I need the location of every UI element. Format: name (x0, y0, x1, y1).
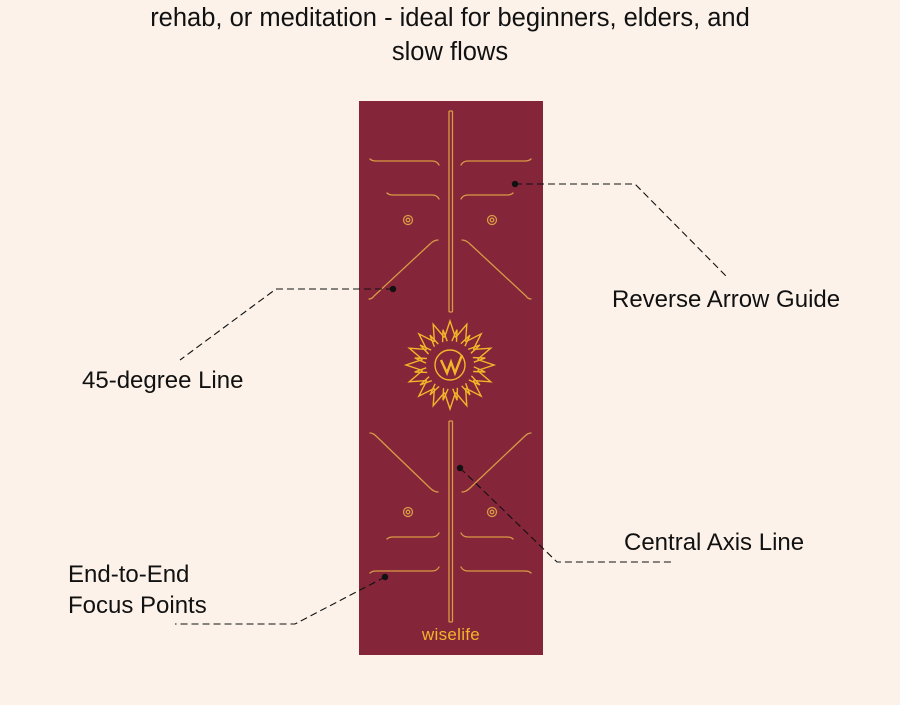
guide-line (460, 192, 514, 200)
label-reverse-arrow-guide: Reverse Arrow Guide (612, 286, 841, 313)
diagonal-line (461, 239, 532, 300)
focus-point (402, 506, 414, 518)
mandala-petal (454, 322, 468, 342)
callout-dot (389, 285, 397, 293)
logo-w-mark (439, 354, 464, 377)
focus-point (486, 506, 498, 518)
guide-line (369, 158, 440, 166)
label-line-1: End-to-End (68, 561, 190, 588)
guide-line (386, 532, 440, 540)
diagonal-line (369, 432, 439, 493)
mandala-petal (477, 358, 497, 372)
mandala-petal (468, 375, 481, 386)
diagonal-line (368, 239, 439, 300)
focus-point (489, 217, 495, 223)
mandala-petal (465, 332, 483, 350)
mandala-petal (454, 388, 468, 408)
mandala-petal (419, 376, 433, 386)
focus-point (402, 214, 414, 226)
central-axis-upper (448, 110, 454, 313)
brand-logo-text: wiselife (421, 625, 481, 644)
mandala-petal (460, 334, 471, 347)
mandala-petal (472, 356, 486, 363)
diagonal-line (461, 432, 532, 493)
mandala-petal (414, 367, 428, 374)
guide-line (369, 566, 440, 574)
mandala-petal (429, 383, 440, 396)
mandala-petal (451, 329, 458, 342)
focus-point (405, 217, 411, 223)
guide-line (460, 532, 514, 540)
mandala-petal (443, 318, 457, 338)
callout-dot (381, 573, 389, 581)
focus-point (489, 509, 495, 515)
mandala-petal (442, 388, 449, 401)
mandala-petal (461, 382, 471, 396)
title-line-1: rehab, or meditation - ideal for beginne… (150, 4, 750, 32)
label-45-degree-line: 45-degree Line (82, 367, 244, 394)
callout-leader-45-degree (179, 288, 393, 361)
mandala-petal (473, 369, 493, 383)
mandala-petal (467, 344, 481, 354)
mandala-petal (419, 344, 432, 355)
mandala-petal (403, 358, 423, 372)
mandala-petal (417, 332, 435, 350)
mandala-petal (407, 369, 427, 383)
mandala-petal (452, 387, 459, 401)
callout-dot (511, 180, 519, 188)
logo-ring (434, 349, 466, 381)
label-central-axis-line: Central Axis Line (624, 529, 805, 556)
page-title: rehab, or meditation - ideal for beginne… (0, 1, 900, 69)
mandala-petal (432, 388, 446, 408)
title-line-2: slow flows (391, 38, 509, 66)
callout-leader-central-axis (459, 467, 674, 563)
central-axis-lower (448, 420, 454, 623)
guide-line (460, 158, 532, 166)
mandala-petal (407, 347, 427, 361)
mandala-petal (443, 392, 457, 412)
callout-leader-reverse-arrow (515, 183, 729, 279)
mandala-petal (417, 380, 435, 398)
label-line-2: Focus Points (68, 592, 207, 619)
guide-line (460, 566, 532, 574)
callout-dot (456, 464, 464, 472)
mandala-logo-icon (403, 318, 497, 412)
mandala-petal (429, 334, 439, 348)
mandala-petal (465, 380, 483, 398)
guide-line (386, 192, 440, 200)
callout-leader-focus-points (175, 576, 386, 625)
focus-point (486, 214, 498, 226)
mandala-petal (432, 322, 446, 342)
mandala-petal (414, 357, 427, 364)
mandala-petal (473, 347, 493, 361)
mandala-petal (441, 329, 448, 343)
mandala-petal (473, 366, 486, 373)
focus-point (405, 509, 411, 515)
label-end-to-end-focus-points: End-to-End Focus Points (68, 559, 207, 621)
